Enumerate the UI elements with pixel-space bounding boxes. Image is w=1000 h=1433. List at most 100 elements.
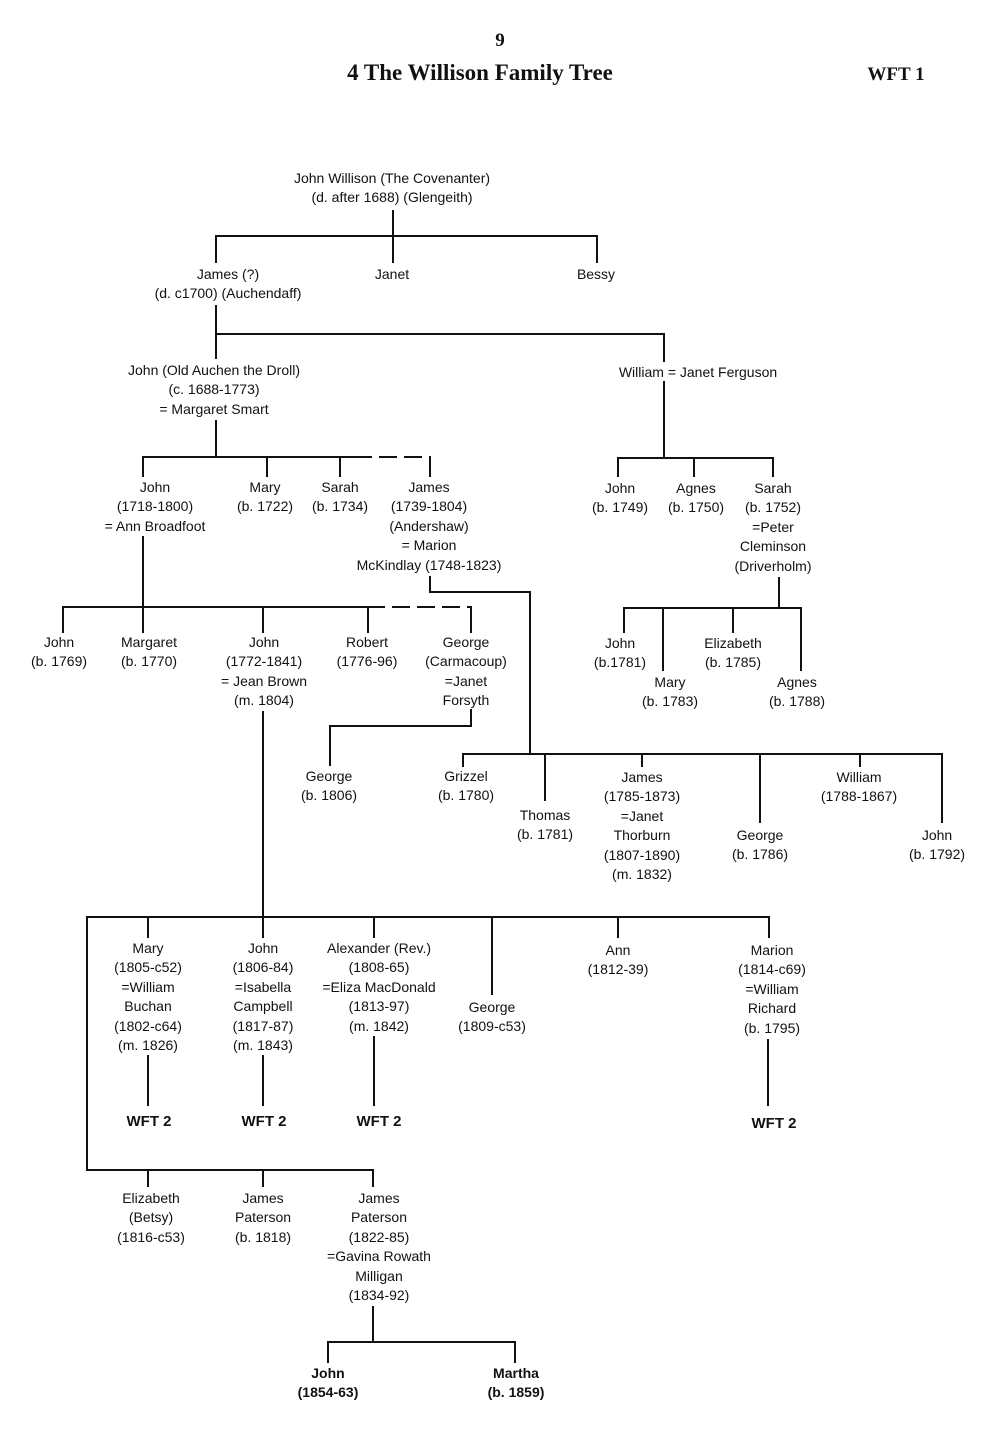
person-text-line: (1807-1890)	[603, 846, 681, 863]
person-text-line: Milligan	[355, 1267, 403, 1284]
person-text-line: (b. 1722)	[236, 498, 294, 515]
person-text-line: =Janet	[444, 672, 488, 689]
person-text-line: (b. 1788)	[768, 693, 826, 710]
person-john-1769: John(b. 1769)	[31, 633, 87, 672]
person-text-line: (1834-92)	[348, 1287, 410, 1304]
person-text-line: (1809-c53)	[458, 1018, 526, 1035]
person-text-line: John	[604, 480, 636, 496]
person-ann-1812: Ann(1812-39)	[588, 941, 649, 980]
person-text-line: Sarah	[321, 479, 359, 495]
person-text-line: Bessy	[576, 266, 616, 282]
person-text-line: John	[921, 827, 953, 843]
person-text-line: John	[43, 634, 75, 650]
person-text-line: =William	[745, 980, 799, 997]
person-text-line: James	[358, 1190, 400, 1206]
person-john-1718: John(1718-1800)= Ann Broadfoot	[105, 478, 206, 536]
wft2-reference: WFT 2	[752, 1114, 797, 1133]
person-john-1772: John(1772-1841)= Jean Brown(m. 1804)	[221, 633, 307, 711]
person-text-line: = Margaret Smart	[159, 400, 269, 417]
person-text-line: (b. 1752)	[744, 499, 802, 516]
person-text-line: Janet	[374, 266, 410, 282]
person-text-line: (b. 1783)	[641, 693, 699, 710]
person-text-line: Paterson	[234, 1209, 292, 1226]
person-text-line: Sarah	[754, 480, 792, 496]
person-text-line: WFT 2	[126, 1113, 172, 1130]
person-george-1806: George (b. 1806)	[301, 767, 357, 806]
person-text-line: (m. 1804)	[234, 692, 294, 709]
person-text-line: George	[305, 768, 353, 784]
person-text-line: (b. 1818)	[234, 1228, 292, 1245]
person-text-line: =Gavina Rowath	[327, 1248, 431, 1265]
person-text-line: (b. 1806)	[300, 787, 358, 804]
person-text-line: James	[408, 479, 450, 495]
page-number: 9	[495, 30, 505, 51]
person-text-line: (1805-c52)	[114, 959, 182, 976]
person-sarah-1734: Sarah (b. 1734)	[312, 478, 368, 517]
person-text-line: = Ann Broadfoot	[104, 517, 206, 534]
person-text-line: =Isabella	[234, 978, 292, 995]
person-text-line: John Willison (The Covenanter)	[293, 170, 491, 186]
person-text-line: (1788-1867)	[820, 788, 898, 805]
person-grizzel-1780: Grizzel(b. 1780)	[438, 767, 494, 806]
person-text-line: (b. 1781)	[516, 826, 574, 843]
person-text-line: = Marion	[401, 537, 457, 554]
person-text-line: (d. after 1688) (Glengeith)	[311, 189, 473, 206]
person-text-line: (1802-c64)	[114, 1017, 182, 1034]
person-text-line: (1739-1804)	[390, 498, 468, 515]
person-text-line: Agnes	[676, 480, 716, 496]
person-john-1781: John(b.1781)	[594, 634, 646, 673]
person-text-line: James (?)	[196, 266, 260, 282]
person-john-1749: John(b. 1749)	[592, 479, 648, 518]
person-text-line: George	[468, 999, 516, 1015]
page-code: WFT 1	[867, 64, 925, 85]
person-text-line: Buchan	[124, 998, 172, 1015]
person-text-line: (1772-1841)	[225, 653, 303, 670]
person-mary-1722: Mary (b. 1722)	[237, 478, 293, 517]
person-text-line: (b. 1795)	[743, 1019, 801, 1036]
person-text-line: John	[248, 634, 280, 650]
person-text-line: Paterson	[350, 1209, 408, 1226]
person-text-line: Martha	[493, 1365, 539, 1381]
person-john-old-auchen: John (Old Auchen the Droll)(c. 1688-1773…	[128, 361, 300, 419]
person-text-line: (1808-65)	[348, 959, 410, 976]
person-john-1854: John(1854-63)	[298, 1364, 359, 1403]
wft2-reference: WFT 2	[357, 1112, 402, 1131]
person-text-line: Ann	[605, 942, 631, 958]
person-text-line: (1814-c69)	[738, 961, 806, 978]
person-text-line: William	[836, 769, 882, 785]
wft2-reference: WFT 2	[127, 1112, 172, 1131]
person-alexander-1808: Alexander (Rev.)(1808-65)=Eliza MacDonal…	[322, 939, 435, 1036]
person-text-line: (b. 1734)	[311, 498, 369, 515]
person-text-line: John	[139, 479, 171, 495]
person-text-line: Cleminson	[739, 538, 807, 555]
person-text-line: Mary	[249, 479, 281, 495]
person-text-line: (Andershaw)	[389, 517, 469, 534]
person-agnes-1750: Agnes(b. 1750)	[668, 479, 724, 518]
person-thomas-1781: Thomas(b. 1781)	[517, 806, 573, 845]
person-text-line: Forsyth	[442, 692, 490, 709]
person-text-line: Richard	[747, 1000, 797, 1017]
person-william-1788: William (1788-1867)	[821, 768, 897, 807]
person-george-1786: George (b. 1786)	[732, 826, 788, 865]
person-text-line: George	[736, 827, 784, 843]
person-text-line: WFT 2	[241, 1113, 287, 1130]
person-text-line: (m. 1843)	[233, 1037, 293, 1054]
person-robert-1776: Robert(1776-96)	[337, 633, 398, 672]
person-text-line: (Driverholm)	[734, 557, 812, 574]
person-text-line: (c. 1688-1773)	[168, 381, 260, 398]
person-text-line: (m. 1832)	[612, 866, 672, 883]
person-text-line: (b. 1786)	[731, 846, 789, 863]
person-william-janet-ferguson: William = Janet Ferguson	[619, 363, 777, 382]
person-text-line: Elizabeth	[704, 635, 762, 651]
person-text-line: (b. 1780)	[437, 787, 495, 804]
person-text-line: McKindlay (1748-1823)	[356, 556, 502, 573]
person-text-line: =Peter	[752, 518, 794, 535]
person-text-line: (b. 1770)	[120, 653, 178, 670]
person-agnes-1788: Agnes(b. 1788)	[769, 673, 825, 712]
